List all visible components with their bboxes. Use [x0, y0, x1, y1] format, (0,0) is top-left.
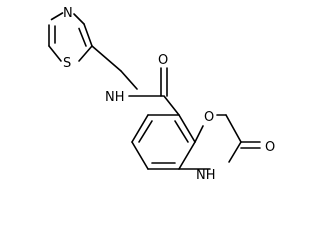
- bond-c4a-c8a: [178, 141, 196, 170]
- bond-c6-c5: [131, 141, 149, 170]
- atom-label-ring-o: O: [204, 110, 214, 125]
- bond-ch2-nh: [120, 70, 138, 90]
- atom-label-amide-nh: NH: [105, 90, 125, 105]
- bond-c5-ch2: [91, 45, 122, 72]
- bond-c3-n4: [228, 141, 242, 163]
- bond-ch2-c3: [225, 114, 242, 143]
- bond-s1-c2: [48, 45, 62, 62]
- atom-label-lactam-nh: NH: [196, 168, 216, 183]
- bond-n3-c4: [73, 13, 85, 25]
- molecule-canvas: N S NH O O O NH: [48, 6, 275, 183]
- bond-c7-c6-inner: [138, 120, 153, 143]
- bond-c4-c5-double: [78, 27, 87, 47]
- bond-c5-s1: [78, 45, 93, 62]
- atom-label-thiazole-n: N: [63, 6, 73, 21]
- atom-label-carbonyl-o: O: [158, 53, 168, 68]
- structure-drawing: N S NH O O O NH: [48, 6, 275, 183]
- bond-c8a-c8-inner: [174, 120, 189, 143]
- atom-label-lactam-o: O: [265, 140, 275, 155]
- bond-c2-n3: [50, 12, 64, 21]
- bond-c4-c5: [83, 23, 93, 47]
- bond-c8a-c8: [178, 114, 196, 143]
- atom-label-thiazole-s: S: [63, 56, 71, 71]
- bond-c7-c6: [131, 114, 149, 143]
- bond-c8a-ring-o: [194, 125, 204, 143]
- bond-carbonyl-c8: [163, 95, 180, 116]
